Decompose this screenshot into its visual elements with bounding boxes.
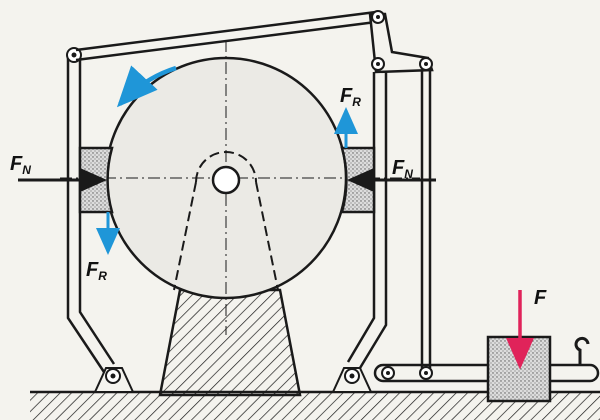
drum-axle (211, 165, 241, 195)
axle-support-hidden (173, 151, 279, 291)
label-f-weight: F (534, 287, 547, 309)
weight-lever (373, 363, 600, 383)
label-fr-top: FR (340, 85, 361, 109)
hook-icon (574, 336, 590, 365)
top-tie-rod (75, 10, 377, 62)
drum-pedestal (158, 288, 302, 397)
label-fr-bottom: FR (86, 259, 107, 283)
pull-rod (420, 70, 432, 368)
label-fn-right: FN (392, 157, 413, 181)
right-brake-lever (346, 72, 388, 369)
label-fn-left: FN (10, 153, 31, 177)
left-brake-lever (66, 58, 116, 373)
counterclockwise-arrow-icon (116, 65, 177, 108)
